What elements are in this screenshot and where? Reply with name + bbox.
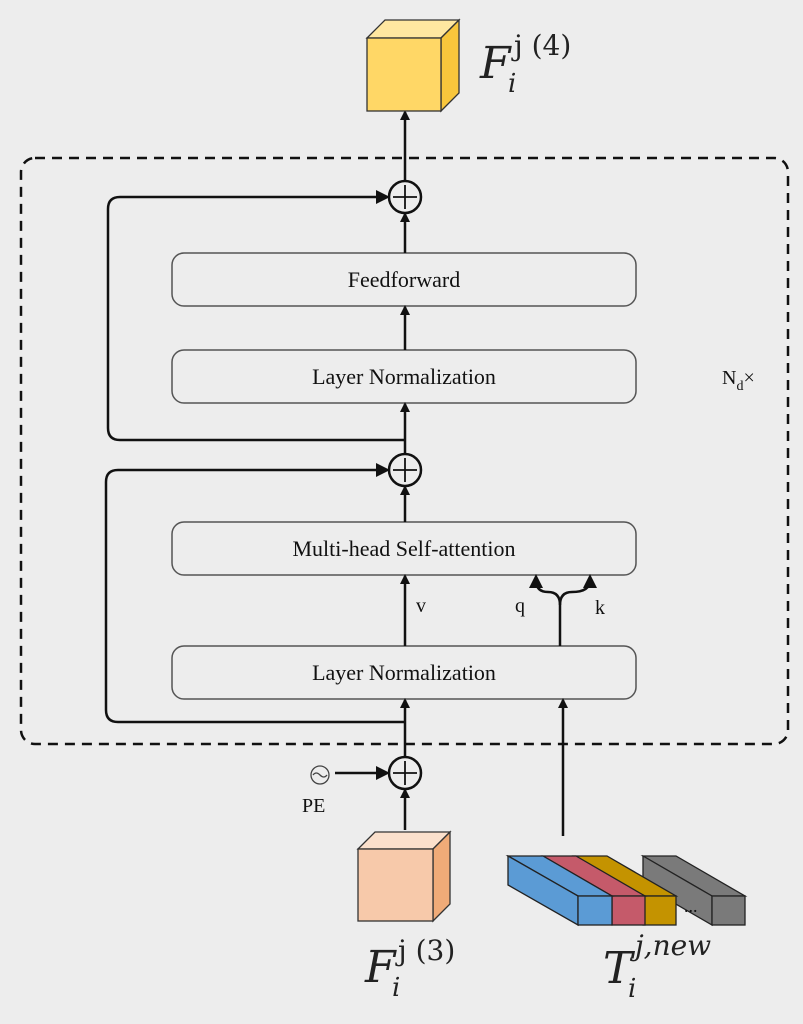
svg-text:j (3): j (3) [395,934,455,967]
layer-norm-bottom-label: Layer Normalization [312,660,496,685]
v-label: v [416,595,426,617]
svg-text:i: i [392,973,400,1003]
positional-encoding-icon [310,765,330,785]
q-label: q [515,595,525,617]
add-node-positional-encoding [387,755,423,791]
self-attention-label: Multi-head Self-attention [293,536,516,561]
residual-connection-lower [104,463,405,724]
qk-branch-k [558,574,597,606]
qk-branch [529,574,562,646]
add-node-output [387,179,423,215]
positional-encoding-label: PE [302,795,325,817]
svg-text:i: i [628,974,636,1004]
svg-text:F: F [479,38,512,89]
token-input-label: T i j,new [603,929,711,1004]
token-input-stack [505,854,748,927]
k-label: k [595,597,605,619]
token-ellipsis: ... [684,896,698,916]
repeat-block-boundary [19,156,790,746]
repeat-count-label: Nd× [722,367,755,394]
token-gray [640,854,748,927]
svg-text:i: i [508,69,516,99]
output-feature-label: F i j (4) [479,29,571,99]
input-feature-label: F i j (3) [364,934,455,1003]
layer-norm-bottom-block: Layer Normalization [171,645,637,700]
svg-text:T: T [603,943,636,994]
layer-norm-top-block: Layer Normalization [171,349,637,404]
token-gold [571,855,679,926]
input-feature-cube [356,830,452,923]
residual-connection-upper [106,190,405,442]
self-attention-block: Multi-head Self-attention [171,521,637,576]
token-red [540,855,648,926]
svg-text:F: F [364,942,397,993]
feedforward-block: Feedforward [171,252,637,307]
output-feature-cube [365,18,461,113]
svg-text:j (4): j (4) [511,29,571,62]
add-node-attention [387,452,423,488]
svg-text:j,new: j,new [629,929,711,962]
token-blue [505,854,615,927]
layer-norm-top-label: Layer Normalization [312,364,496,389]
feedforward-label: Feedforward [348,267,460,292]
